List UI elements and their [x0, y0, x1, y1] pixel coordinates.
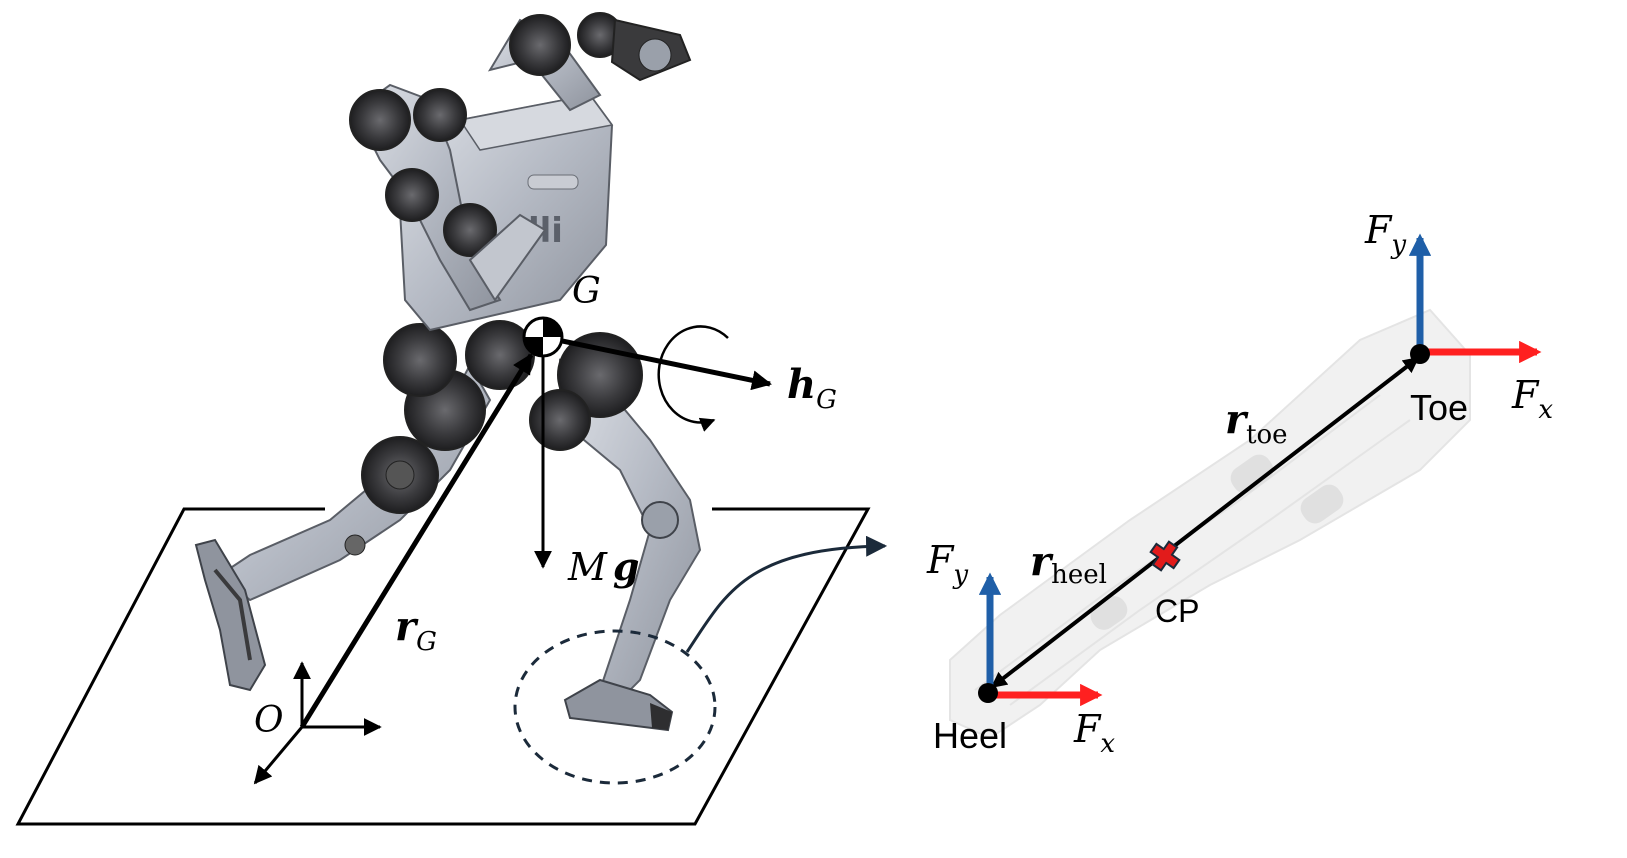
origin-label: O	[254, 700, 284, 741]
rtoe-label: rtoe	[1225, 396, 1288, 450]
rheel-label: rheel	[1030, 538, 1107, 590]
com-label: G	[572, 271, 601, 312]
cp-label: CP	[1155, 593, 1199, 629]
rotation-arc-arrow	[657, 325, 729, 432]
center-of-mass-icon	[522, 316, 564, 358]
heel-fx-label: Fx	[1073, 707, 1115, 759]
toe-fx-label: Fx	[1511, 373, 1553, 425]
hg-vector-arrow	[542, 334, 772, 391]
humanoid-robot-illustration: lli	[194, 12, 702, 732]
cross-icon	[1149, 540, 1181, 572]
heel-label: Heel	[933, 715, 1007, 756]
heel-fy-label: Fy	[926, 538, 968, 590]
world-frame-axes	[253, 661, 382, 785]
rg-label: rG	[395, 603, 437, 657]
hg-label: hG	[787, 361, 837, 415]
rheel-vector-arrow	[990, 555, 1162, 689]
ground-plane	[15, 507, 871, 826]
foot-ghost-shape	[949, 308, 1471, 740]
foot-highlight-ellipse	[513, 629, 717, 785]
toe-fy-label: Fy	[1364, 208, 1406, 260]
toe-label: Toe	[1410, 387, 1468, 428]
heel-point	[978, 683, 998, 703]
rtoe-vector-arrow	[1158, 356, 1420, 559]
rg-vector-arrow	[299, 353, 534, 729]
toe-point	[1410, 344, 1430, 364]
foot-zoom-connector	[685, 535, 888, 653]
foot-closeup: Fy Fx Fy Fx rtoe rheel Toe Heel CP	[926, 208, 1553, 759]
